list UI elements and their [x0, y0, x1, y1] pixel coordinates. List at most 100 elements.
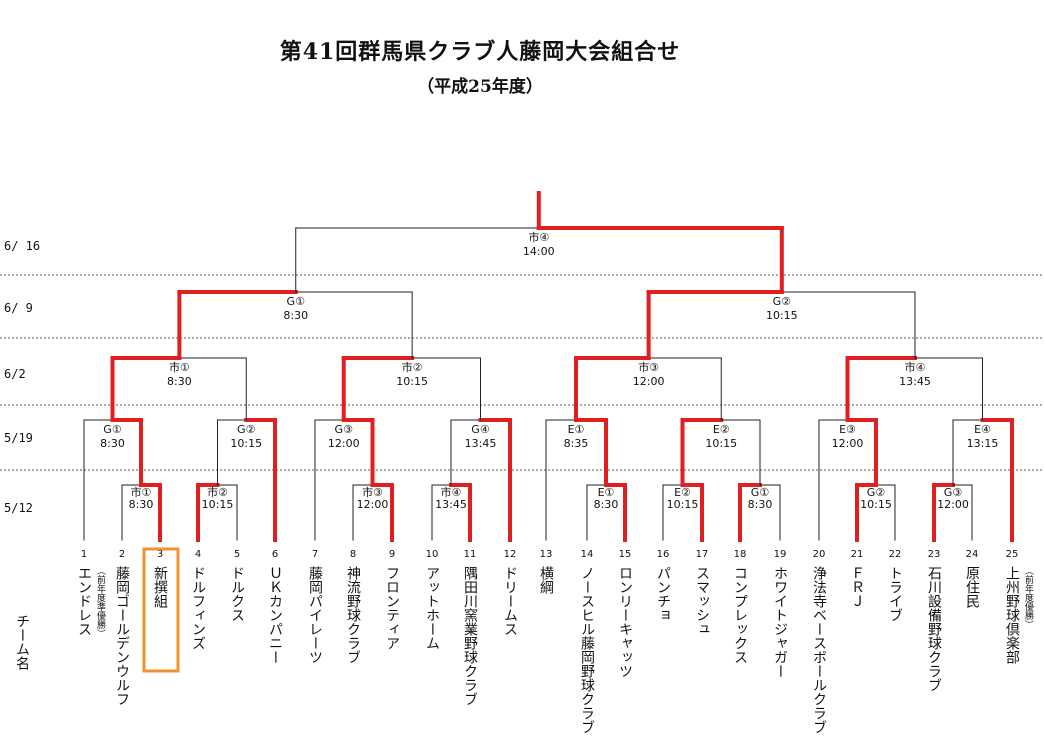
match-venue: 市③: [362, 485, 383, 499]
team-name: 浄法寺ベースボールクラブ: [811, 566, 827, 734]
match-venue: G②: [773, 295, 792, 308]
match-time: 10:15: [230, 437, 262, 450]
team-name: 隅田川窯業野球クラブ: [462, 566, 478, 706]
team-number: 2: [119, 549, 125, 560]
match-time: 12:00: [937, 498, 969, 511]
team-name: ＵＫカンパニー: [267, 566, 283, 664]
team-name: ホワイトジャガー: [772, 566, 788, 678]
team-name: ロンリーキャッツ: [617, 566, 633, 678]
team-name: ノースヒル藤岡野球クラブ: [579, 566, 595, 734]
round-date: 6/ 16: [4, 239, 40, 253]
team-name: 横綱: [538, 566, 554, 594]
team-number: 14: [581, 549, 594, 560]
team-number: 10: [426, 549, 439, 560]
match-venue: E④: [974, 423, 991, 436]
match-venue: G①: [751, 486, 770, 499]
team-column-header: チーム名: [14, 614, 30, 670]
team-name: 石川設備野球クラブ: [926, 566, 942, 692]
match-time: 13:15: [967, 437, 999, 450]
match-venue: 市①: [169, 360, 190, 374]
team-number: 18: [734, 549, 747, 560]
team-name: エンドレス: [76, 566, 92, 636]
team-number: 21: [851, 549, 864, 560]
match-time: 12:00: [328, 437, 360, 450]
team-number: 1: [81, 549, 87, 560]
team-name: フロンティア: [384, 566, 400, 650]
team-number: 8: [350, 549, 356, 560]
team-number: 19: [774, 549, 787, 560]
team-name: 神流野球クラブ: [345, 566, 361, 664]
match-time: 12:00: [633, 375, 665, 388]
match-time: 14:00: [523, 245, 555, 258]
team-name: トライブ: [887, 566, 903, 622]
round-date: 5/12: [4, 501, 33, 515]
team-number: 9: [389, 549, 395, 560]
team-number: 6: [272, 549, 278, 560]
match-time: 8:30: [129, 498, 154, 511]
team-number: 22: [889, 549, 902, 560]
team-number: 11: [464, 549, 477, 560]
team-number: 7: [312, 549, 318, 560]
match-time: 12:00: [357, 498, 389, 511]
team-name: スマッシュ: [694, 566, 710, 636]
match-time: 12:00: [832, 437, 864, 450]
team-name: 新撰組: [152, 566, 168, 608]
match-time: 10:15: [667, 498, 699, 511]
match-venue: 市②: [207, 485, 228, 499]
match-venue: G④: [471, 423, 490, 436]
match-venue: 市④: [905, 360, 926, 374]
team-name: 藤岡ゴールデンウルフ: [114, 566, 130, 706]
team-number: 12: [504, 549, 517, 560]
match-time: 8:30: [594, 498, 619, 511]
team-number: 24: [966, 549, 979, 560]
match-time: 10:15: [860, 498, 892, 511]
match-venue: G③: [335, 423, 354, 436]
team-note: （前年度準優勝）: [95, 566, 106, 638]
team-number: 15: [619, 549, 632, 560]
team-number: 25: [1006, 549, 1019, 560]
page-subtitle: （平成25年度）: [417, 77, 543, 97]
team-name: ドルフィンズ: [190, 566, 206, 650]
team-name: パンチョ: [655, 566, 671, 622]
match-time: 13:45: [899, 375, 931, 388]
team-note: （前年度優勝）: [1023, 566, 1034, 629]
match-venue: G①: [103, 423, 122, 436]
team-number: 16: [657, 549, 670, 560]
team-name: ドルクス: [229, 566, 245, 622]
page-title: 第41回群馬県クラブ人藤岡大会組合せ: [279, 39, 681, 65]
match-time: 8:30: [283, 309, 308, 322]
round-date: 5/19: [4, 431, 33, 445]
highlight-box: [142, 547, 180, 673]
team-number: 20: [813, 549, 826, 560]
team-number: 13: [540, 549, 553, 560]
team-name: ＦＲＪ: [849, 566, 865, 608]
match-venue: G②: [867, 486, 886, 499]
match-time: 8:35: [564, 437, 589, 450]
team-name: コンプレックス: [732, 566, 748, 664]
team-number: 3: [157, 549, 163, 560]
match-time: 8:30: [748, 498, 773, 511]
team-number: 17: [696, 549, 709, 560]
round-date: 6/2: [4, 367, 26, 381]
match-venue: 市④: [441, 485, 462, 499]
match-venue: 市①: [131, 485, 152, 499]
match-venue: 市④: [528, 230, 549, 244]
team-name: ドリームス: [502, 566, 518, 636]
match-venue: E②: [674, 486, 691, 499]
team-name: 原住民: [964, 566, 980, 609]
match-time: 10:15: [705, 437, 737, 450]
match-venue: E②: [713, 423, 730, 436]
match-venue: 市③: [638, 360, 659, 374]
team-name: 藤岡パイレーツ: [307, 566, 323, 664]
match-venue: E①: [568, 423, 585, 436]
team-name: 上州野球倶楽部: [1004, 566, 1020, 664]
match-venue: G③: [944, 486, 963, 499]
match-venue: 市②: [402, 360, 423, 374]
match-time: 8:30: [167, 375, 192, 388]
match-venue: G①: [287, 295, 306, 308]
match-venue: E①: [598, 486, 615, 499]
match-venue: E③: [839, 423, 856, 436]
team-number: 23: [928, 549, 941, 560]
match-time: 13:45: [435, 498, 467, 511]
